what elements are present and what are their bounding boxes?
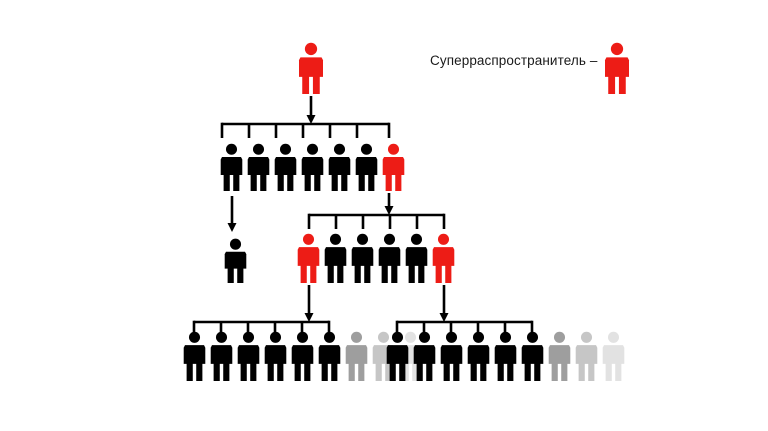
person-icon-red [605,42,629,94]
arrow-gen2-red-to-gen3-bracket [384,193,394,215]
person-icon-black [224,238,247,283]
person-icon-black [351,233,374,283]
person-icon-black [355,143,378,191]
person-icon-black [521,331,544,381]
arrow-gen3-red-right-to-gen4-right [439,285,449,322]
gen2-row [220,143,405,191]
person-icon-black [220,143,243,191]
person-icon-black [183,331,206,381]
person-icon-black [378,233,401,283]
generation-3 [224,233,455,283]
person-icon-black [318,331,341,381]
person-icon-black [413,331,436,381]
generation-2 [220,143,405,191]
bracket-gen2-bracket [220,122,391,138]
person-icon-red [382,143,405,191]
person-icon-black [247,143,270,191]
index-case [299,42,323,94]
arrow-gen3-red-left-to-gen4-left [304,285,314,322]
person-icon-black [274,143,297,191]
person-icon-black [467,331,490,381]
legend: Суперраспространитель – [430,52,597,70]
person-icon-black [301,143,324,191]
gen3-single [224,238,247,283]
bracket-gen3-bracket [307,213,446,229]
person-icon-red [432,233,455,283]
person-icon-black [386,331,409,381]
person-icon-black [324,233,347,283]
bracket-gen4-left-bracket [192,320,331,335]
person-icon-black [328,143,351,191]
person-icon-faded1 [548,331,571,381]
person-icon-black [405,233,428,283]
person-icon-black [264,331,287,381]
legend-label: Суперраспространитель – [430,53,598,68]
arrow-index-to-gen2 [306,96,316,124]
person-icon-faded2 [575,331,598,381]
generation-1 [299,42,323,94]
arrow-gen2-first-to-gen3-single [227,196,237,232]
bracket-gen4-right-bracket [395,320,534,335]
legend-icon-group [605,42,629,94]
gen4-left-cluster [183,331,422,381]
person-icon-black [494,331,517,381]
person-icon-black [237,331,260,381]
gen3-cluster [297,233,455,283]
person-icon-black [291,331,314,381]
person-icon-faded3 [602,331,625,381]
person-icon-red [299,42,323,94]
person-icon-faded1 [345,331,368,381]
person-icon-black [210,331,233,381]
person-icon-red [297,233,320,283]
generation-4 [183,331,625,381]
person-icon-black [440,331,463,381]
gen4-right-cluster [386,331,625,381]
